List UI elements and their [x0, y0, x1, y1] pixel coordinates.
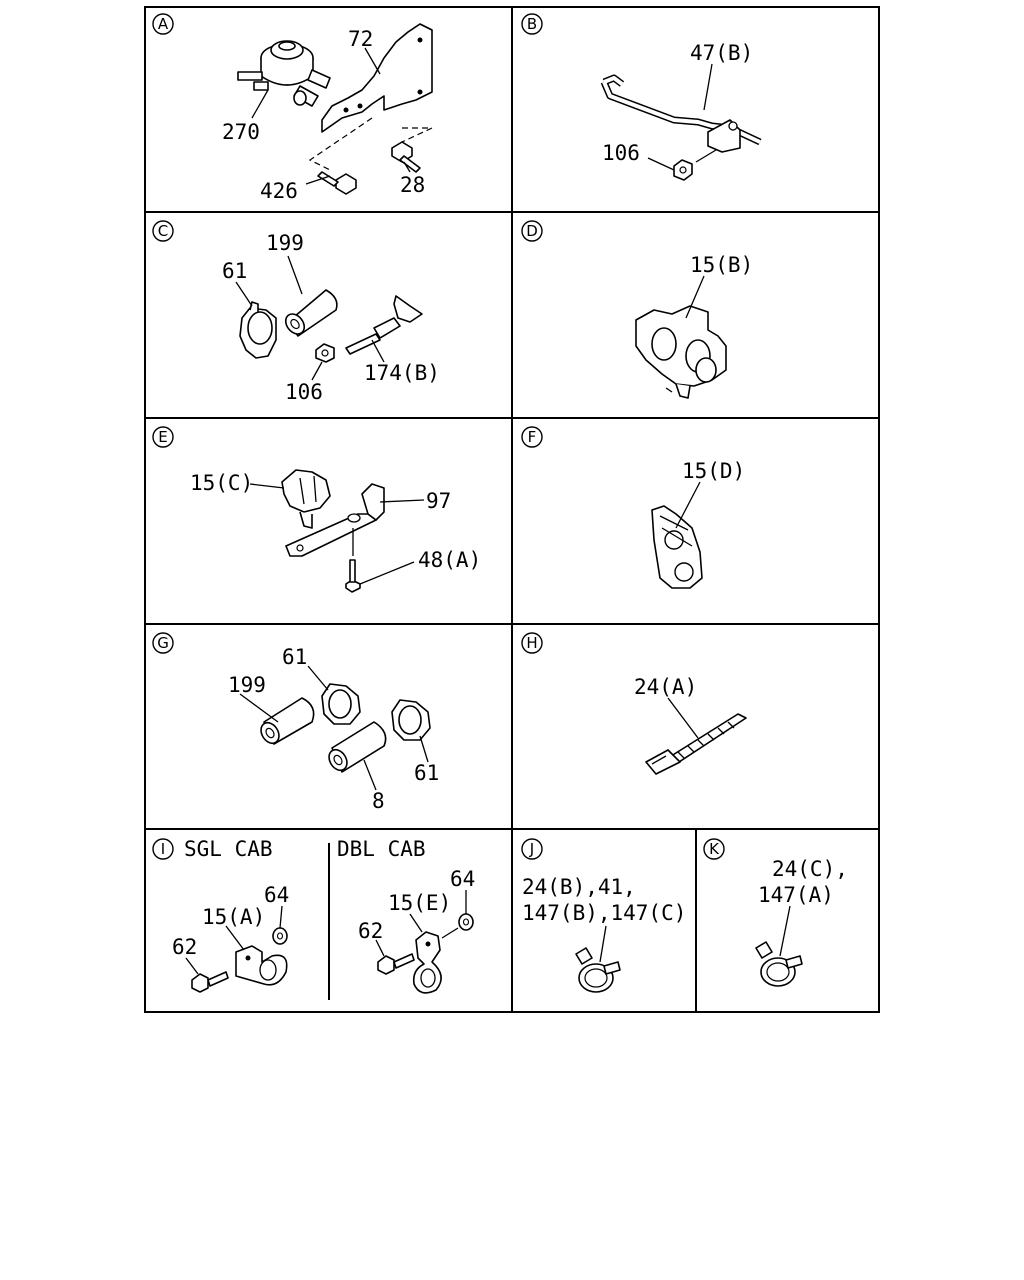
panel-grid	[144, 6, 880, 1013]
panel-badge-f: F	[521, 426, 543, 448]
label-61: 61	[282, 645, 307, 669]
label-15b: 15(B)	[690, 253, 753, 277]
label-270: 270	[222, 120, 260, 144]
badge-letter: J	[529, 840, 534, 858]
panel-badge-h: H	[521, 632, 543, 654]
clip-part-61-lower	[391, 699, 431, 741]
badge-letter: H	[526, 634, 537, 652]
panel-badge-j: J	[521, 838, 543, 860]
label-97: 97	[426, 489, 451, 513]
sgl-cab-title: SGL CAB	[184, 837, 273, 861]
nut-part-106	[673, 149, 717, 181]
label-15d: 15(D)	[682, 459, 745, 483]
clip-part-15d	[651, 505, 703, 589]
panel-k: K 24(C), 147(A)	[703, 838, 848, 987]
label-64: 64	[264, 883, 289, 907]
label-106: 106	[602, 141, 640, 165]
bracket-part-97	[285, 483, 385, 557]
vacuum-valve-part-270	[237, 40, 331, 107]
panel-h: H 24(A)	[521, 632, 747, 775]
bolt-part-62-sgl	[191, 971, 229, 993]
panel-d: D 15(B)	[521, 220, 753, 399]
panel-badge-e: E	[152, 426, 174, 448]
clamp-part-15e	[412, 931, 442, 994]
label-j-line1: 24(B),41,	[522, 875, 636, 899]
dbl-cab-title: DBL CAB	[337, 837, 426, 861]
panel-i: I SGL CAB DBL CAB 64 15(A) 62	[152, 837, 475, 994]
badge-letter: K	[709, 840, 720, 858]
label-199: 199	[266, 231, 304, 255]
bolt-part-62-dbl	[377, 953, 415, 975]
panel-a: A	[152, 13, 433, 203]
panel-badge-a: A	[152, 13, 174, 35]
label-61: 61	[222, 259, 247, 283]
badge-letter: C	[158, 222, 168, 240]
label-15a: 15(A)	[202, 905, 265, 929]
label-64: 64	[450, 867, 475, 891]
panel-f: F 15(D)	[521, 426, 745, 589]
label-62: 62	[172, 935, 197, 959]
label-24a: 24(A)	[634, 675, 697, 699]
badge-letter: E	[158, 428, 167, 446]
label-15e: 15(E)	[388, 891, 451, 915]
panel-badge-b: B	[521, 13, 543, 35]
panel-j: J 24(B),41, 147(B),147(C)	[521, 838, 686, 993]
badge-letter: A	[158, 15, 169, 33]
badge-letter: F	[528, 428, 537, 446]
clip-part-61	[239, 301, 277, 359]
bolt-part-48a	[345, 528, 361, 593]
tube-part-199	[284, 289, 338, 337]
panel-badge-k: K	[703, 838, 725, 860]
label-174b: 174(B)	[364, 361, 440, 385]
bracket-part-72	[321, 23, 433, 133]
panel-badge-i: I	[152, 838, 174, 860]
label-47b: 47(B)	[690, 41, 753, 65]
label-15c: 15(C)	[190, 471, 253, 495]
panel-g: G 61 199 8 61	[152, 632, 439, 813]
hose-clamp-part-24b	[575, 947, 621, 993]
badge-letter: I	[161, 840, 165, 858]
stud-part-174b	[345, 295, 423, 355]
panel-badge-c: C	[152, 220, 174, 242]
clamp-part-15a	[235, 945, 288, 986]
clip-part-15b	[635, 305, 727, 399]
badge-letter: B	[527, 15, 537, 33]
label-106: 106	[285, 380, 323, 404]
badge-letter: D	[526, 222, 538, 240]
label-8: 8	[372, 789, 385, 813]
cable-tie-part-24a	[645, 713, 747, 775]
badge-letter: G	[157, 634, 169, 652]
tube-part-8	[328, 721, 387, 773]
washer-part-64-dbl	[441, 913, 474, 939]
label-72: 72	[348, 27, 373, 51]
label-62: 62	[358, 919, 383, 943]
panel-c: C 199 61 106 174(B)	[152, 220, 440, 404]
tube-part-199g	[260, 697, 315, 745]
label-426: 426	[260, 179, 298, 203]
panel-badge-d: D	[521, 220, 543, 242]
hose-clamp-part-24c	[755, 941, 803, 987]
label-k-line1: 24(C),	[772, 857, 848, 881]
bolt-part-28	[391, 141, 421, 173]
bolt-part-426	[317, 171, 357, 195]
label-28: 28	[400, 173, 425, 197]
pipe-part-47b	[600, 74, 762, 153]
label-61-lower: 61	[414, 761, 439, 785]
label-k-line2: 147(A)	[758, 883, 834, 907]
nut-part-106c	[315, 343, 335, 363]
clip-part-15c	[281, 469, 331, 529]
panel-e: E 15(C) 97 48(A)	[152, 426, 481, 593]
clip-part-61-upper	[321, 683, 361, 725]
label-j-line2: 147(B),147(C)	[522, 901, 686, 925]
label-199: 199	[228, 673, 266, 697]
panel-b: B 47(B) 106	[521, 13, 762, 181]
label-48a: 48(A)	[418, 548, 481, 572]
washer-part-64-sgl	[272, 927, 288, 945]
panel-badge-g: G	[152, 632, 174, 654]
